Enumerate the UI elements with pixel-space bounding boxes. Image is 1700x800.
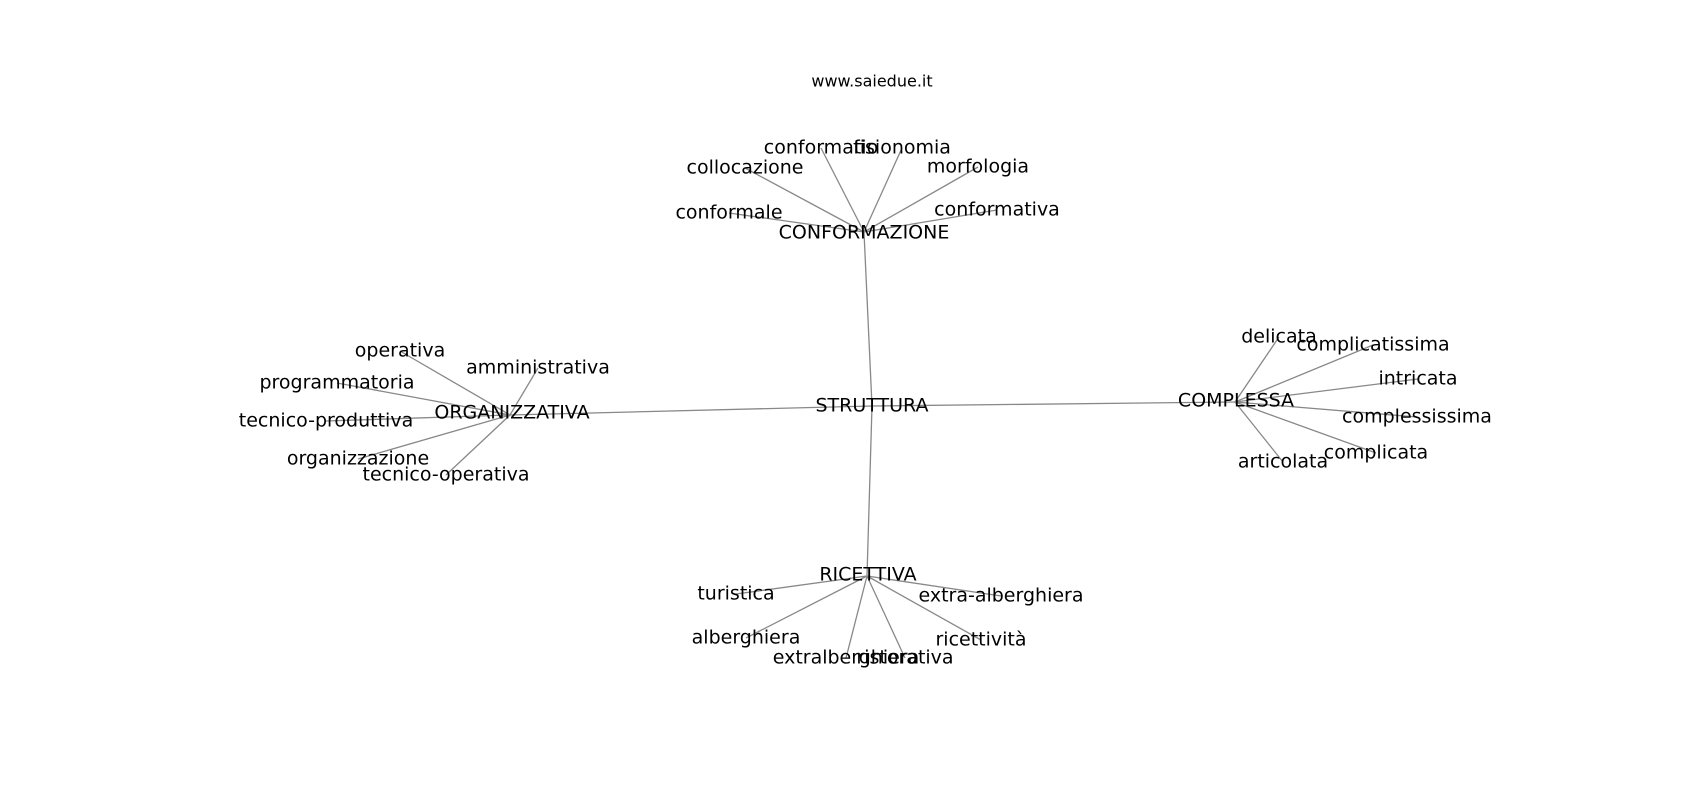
- leaf-node-delicata: delicata: [1241, 326, 1317, 348]
- leaf-node-morfologia: morfologia: [927, 156, 1029, 178]
- leaf-node-complessissima: complessissima: [1342, 406, 1492, 428]
- leaf-node-complicatissima: complicatissima: [1296, 334, 1449, 356]
- edge-center-complessa: [871, 401, 1236, 407]
- edge-organizzativa-operativa: [399, 350, 511, 416]
- leaf-node-alberghiera: alberghiera: [692, 627, 801, 649]
- edge-organizzativa-amministrativa: [509, 367, 539, 416]
- edge-ricettiva-ristorativa: [866, 575, 906, 659]
- edge-organizzativa-tecnico-produttiva: [325, 414, 511, 422]
- leaf-node-collocazione: collocazione: [687, 157, 804, 179]
- leaf-node-intricata: intricata: [1378, 368, 1457, 390]
- leaf-node-conformatio: conformatio: [764, 137, 878, 159]
- leaf-node-conformativa: conformativa: [934, 199, 1060, 221]
- leaf-node-conformale: conformale: [675, 202, 782, 224]
- leaf-node-extralberghiera: extralberghiera: [773, 647, 920, 669]
- leaf-node-fisionomia: fisionomia: [853, 137, 951, 159]
- leaf-node-turistica: turistica: [697, 583, 774, 605]
- edge-organizzativa-organizzazione: [357, 414, 511, 460]
- leaf-node-articolata: articolata: [1238, 451, 1328, 473]
- edge-conformazione-conformale: [728, 212, 865, 233]
- edge-organizzativa-programmatoria: [336, 382, 511, 416]
- leaf-node-ricettivita: ricettività: [935, 629, 1026, 651]
- edge-center-organizzativa: [509, 405, 873, 416]
- leaf-node-tecnico-operativa: tecnico-operativa: [363, 464, 530, 486]
- leaf-node-extra-alberghiera: extra-alberghiera: [918, 585, 1083, 607]
- edge-complessa-complicata: [1234, 401, 1377, 454]
- leaf-node-tecnico-produttiva: tecnico-produttiva: [239, 410, 413, 432]
- edge-center-conformazione: [863, 231, 873, 407]
- edge-ricettiva-extralberghiera: [845, 575, 868, 659]
- graph-labels: www.saiedue.it STRUTTURACONFORMAZIONEcon…: [239, 72, 1492, 669]
- hub-node-conformazione: CONFORMAZIONE: [779, 222, 950, 244]
- edge-center-ricettiva: [866, 405, 873, 577]
- edge-conformazione-conformativa: [863, 209, 998, 233]
- edge-ricettiva-turistica: [735, 575, 868, 595]
- edge-organizzativa-tecnico-operativa: [445, 414, 511, 476]
- leaf-node-programmatoria: programmatoria: [259, 372, 414, 394]
- edge-complessa-complessissima: [1234, 401, 1418, 418]
- edge-ricettiva-alberghiera: [745, 575, 868, 639]
- edge-ricettiva-extra-alberghiera: [866, 575, 1002, 597]
- hub-node-complessa: COMPLESSA: [1178, 390, 1294, 412]
- site-url-label: www.saiedue.it: [811, 72, 932, 91]
- leaf-node-organizzazione: organizzazione: [287, 448, 429, 470]
- leaf-node-operativa: operativa: [355, 340, 445, 362]
- graph-edges: [325, 147, 1419, 659]
- hub-node-organizzativa: ORGANIZZATIVA: [434, 402, 589, 424]
- edge-complessa-articolata: [1234, 401, 1284, 463]
- edge-complessa-intricata: [1234, 378, 1419, 403]
- center-node-struttura: STRUTTURA: [816, 395, 929, 417]
- hub-node-ricettiva: RICETTIVA: [819, 564, 916, 586]
- edge-complessa-delicata: [1234, 336, 1280, 403]
- edge-conformazione-fisionomia: [863, 147, 903, 233]
- edge-conformazione-morfologia: [863, 166, 979, 233]
- edge-conformazione-conformatio: [820, 147, 865, 233]
- edge-complessa-complicatissima: [1234, 344, 1374, 403]
- leaf-node-ristorativa: ristorativa: [856, 647, 953, 669]
- leaf-node-complicata: complicata: [1324, 442, 1428, 464]
- edge-conformazione-collocazione: [744, 167, 865, 233]
- edge-ricettiva-ricettivita: [866, 575, 982, 641]
- leaf-node-amministrativa: amministrativa: [466, 357, 610, 379]
